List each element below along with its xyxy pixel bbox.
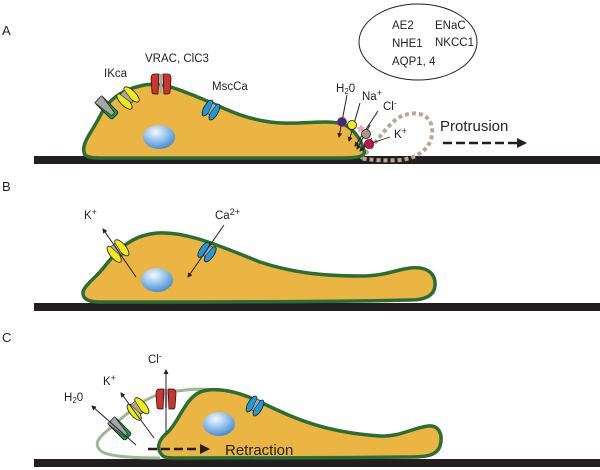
k-channel-icon (116, 86, 140, 110)
substrate-b (34, 303, 600, 311)
panel-b: B K+ Ca2+ (2, 179, 600, 311)
ca-label-b: Ca2+ (215, 207, 240, 222)
k-label-b: K+ (84, 207, 97, 222)
k-leader-line (371, 136, 391, 144)
k-efflux-arrow-b (102, 228, 137, 278)
substrate-c (34, 459, 600, 467)
transporter-nkcc1: NKCC1 (435, 37, 474, 49)
protrusion-label: Protrusion (440, 118, 508, 135)
former-cell-outline-bottom (98, 448, 161, 460)
ikca-channel-icon (107, 416, 132, 441)
na-dot-icon (347, 120, 357, 130)
cell-body-c (156, 387, 443, 460)
h2o-label-c: H20 (64, 392, 83, 405)
cell-body-b (81, 231, 437, 304)
cl-label-a: Cl- (383, 98, 397, 113)
gray-ion-dot-icon (361, 129, 371, 139)
nucleus-a (143, 125, 175, 149)
nucleus-b (141, 268, 173, 292)
retraction-label: Retraction (225, 442, 293, 459)
mscca-label: MscCa (212, 81, 248, 93)
k-dot-icon (364, 139, 374, 149)
panel-a: A IKca V (2, 3, 600, 164)
panel-a-label: A (2, 23, 11, 38)
mscca-channel-icon (245, 395, 265, 417)
substrate-a (34, 156, 600, 164)
ikca-label: IKca (104, 68, 128, 80)
transporter-nhe1: NHE1 (392, 38, 423, 50)
nucleus-c (203, 412, 235, 436)
na-label-a: Na+ (362, 88, 382, 103)
panel-b-label: B (2, 179, 11, 194)
ca-channel-icon (197, 241, 217, 263)
mscca-channel-icon (201, 99, 221, 121)
ikca-channel-icon (94, 95, 119, 120)
k-label-c: K+ (103, 373, 116, 388)
k-efflux-arrow-c (120, 392, 155, 439)
ca-influx-arrow-b (187, 224, 225, 278)
transporter-ae2: AE2 (392, 20, 414, 32)
k-label-a: K+ (394, 126, 407, 141)
protrusion-outline (358, 111, 435, 163)
transporter-enac: ENaC (435, 20, 466, 32)
vrac-channel-icon (150, 73, 172, 95)
transporter-bubble (358, 3, 478, 81)
vrac-label: VRAC, ClC3 (145, 53, 209, 65)
panel-c-label: C (2, 330, 11, 345)
transporter-aqp: AQP1, 4 (392, 56, 436, 68)
h2o-efflux-arrow-c (91, 405, 137, 446)
h2o-dot-icon (337, 117, 347, 127)
panel-c: C H20 (2, 330, 600, 467)
cl-label-c: Cl- (148, 351, 162, 366)
h2o-label-a: H20 (336, 83, 355, 96)
